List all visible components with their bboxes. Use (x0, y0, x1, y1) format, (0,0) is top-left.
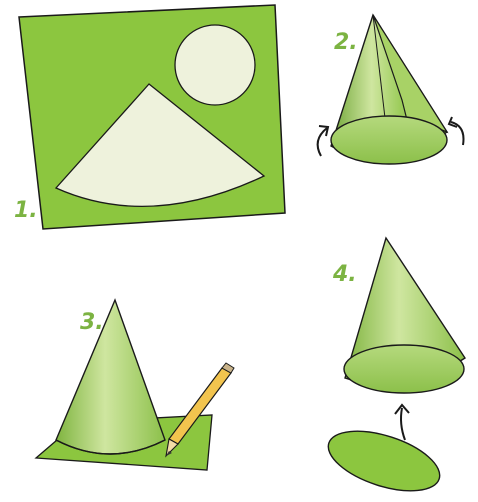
base-disc (321, 419, 447, 502)
step-3-tracing-base (36, 300, 234, 470)
up-arrow-icon (401, 408, 405, 440)
curl-arrow-left-icon (318, 128, 327, 156)
cone-open-base (331, 116, 447, 164)
step-3-number: 3. (80, 310, 104, 335)
cone-open-base (344, 345, 464, 393)
step-4-number: 4. (332, 262, 357, 287)
cone-body (56, 300, 165, 454)
step-1-number: 1. (14, 198, 38, 223)
base-circle-cutout (175, 25, 255, 105)
step-1-paper-template (19, 5, 285, 229)
step-2-number: 2. (334, 30, 358, 55)
